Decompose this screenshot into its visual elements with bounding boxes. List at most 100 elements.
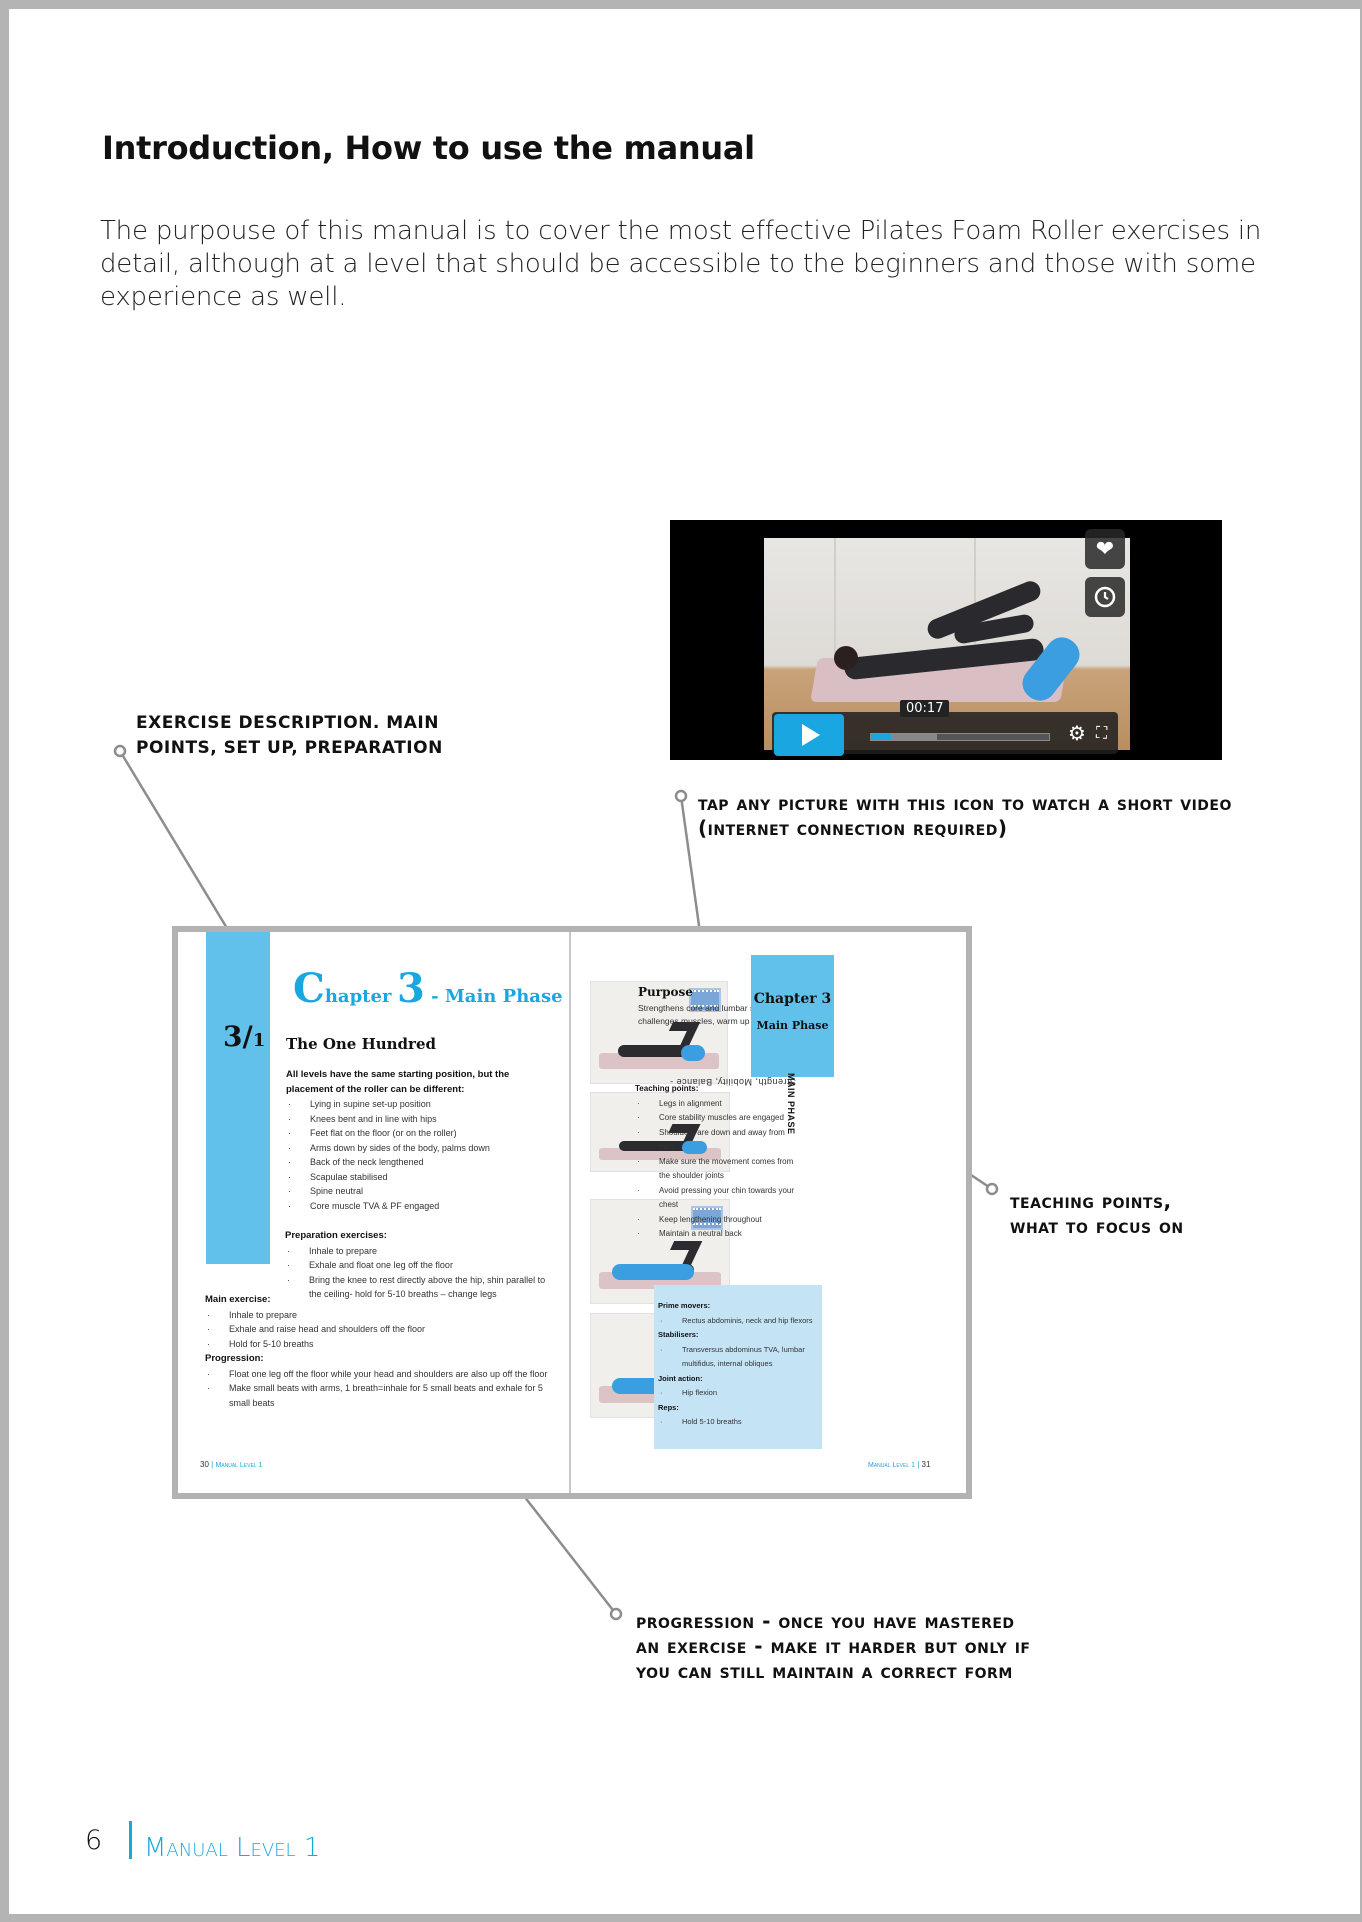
list-item: Legs in alignment	[635, 1097, 795, 1112]
right-chapter-band: Chapter 3 Main Phase	[751, 955, 834, 1077]
chapter-heading: Chapter 3 - Main Phase	[293, 965, 563, 1012]
teaching-list: Legs in alignmentCore stability muscles …	[635, 1097, 795, 1242]
list-item: Hold for 5-10 breaths	[205, 1337, 545, 1352]
list-item: Lying in supine set-up position	[286, 1097, 551, 1112]
video-player[interactable]: ❤ 00:17 ⚙ ⛶	[670, 520, 1222, 760]
prep-list: Inhale to prepareExhale and float one le…	[285, 1244, 560, 1302]
levels-list: Lying in supine set-up positionKnees ben…	[286, 1097, 551, 1213]
exercise-title: The One Hundred	[286, 1035, 436, 1053]
leader-dot	[674, 789, 688, 803]
stab-heading: Stabilisers:	[658, 1330, 699, 1339]
clock-icon[interactable]	[1085, 577, 1125, 617]
section-number: 3/1	[223, 1020, 265, 1053]
exercise-photo[interactable]	[590, 981, 728, 1084]
list-item: Knees bent and in line with hips	[286, 1112, 551, 1127]
chapter-number: 3	[397, 965, 425, 1012]
section-number-main: 3/	[223, 1020, 253, 1053]
prep-heading: Preparation exercises:	[285, 1230, 387, 1241]
list-item: Core muscle TVA & PF engaged	[286, 1199, 551, 1214]
video-progress-fill	[871, 734, 891, 740]
leader-dot	[113, 744, 127, 758]
spread-pages: 3/1 Chapter 3 - Main Phase The One Hundr…	[178, 932, 966, 1493]
callout-progression: Progression - once you have mastered an …	[636, 1609, 1030, 1684]
levels-block: All levels have the same starting positi…	[286, 1068, 551, 1213]
photo-roller	[611, 1263, 695, 1281]
side-running-text: Strength, Mobility, Balance - MAIN PHASE	[670, 1073, 796, 1135]
stab-list: Transversus abdominus TVA, lumbar multif…	[658, 1343, 818, 1372]
footer-divider	[129, 1821, 132, 1859]
list-item: Scapulae stabilised	[286, 1170, 551, 1185]
levels-heading: All levels have the same starting positi…	[286, 1069, 510, 1095]
right-chapter-name: Main Phase	[756, 1019, 829, 1032]
heart-icon[interactable]: ❤	[1085, 529, 1125, 569]
purpose-text: Strengthens core and lumbar spine, chall…	[638, 1003, 773, 1026]
play-button[interactable]	[774, 714, 844, 756]
right-chapter-label: Chapter 3	[753, 991, 832, 1007]
list-item: Make small beats with arms, 1 breath=inh…	[205, 1381, 560, 1410]
list-item: Shoulders are down and away from ears	[635, 1126, 795, 1155]
list-item: Avoid pressing your chin towards your ch…	[635, 1184, 795, 1213]
list-item: Maintain a neutral back	[635, 1227, 795, 1242]
gear-icon[interactable]: ⚙	[1068, 723, 1086, 745]
list-item: Bring the knee to rest directly above th…	[285, 1273, 560, 1302]
section-number-sub: 1	[252, 1030, 266, 1051]
reps-list: Hold 5-10 breaths	[658, 1415, 818, 1430]
list-item: Back of the neck lengthened	[286, 1155, 551, 1170]
list-item: Arms down by sides of the body, palms do…	[286, 1141, 551, 1156]
list-item: Inhale to prepare	[285, 1244, 560, 1259]
book-spine	[569, 932, 571, 1493]
right-page-label: Manual Level 1	[868, 1462, 915, 1469]
joint-heading: Joint action:	[658, 1373, 703, 1383]
callout-line: Teaching Points,	[1010, 1189, 1172, 1213]
chapter-dash: -	[424, 986, 445, 1007]
left-page-number: 30	[200, 1460, 209, 1469]
main-exercise-block: Main exercise: Inhale to prepareExhale a…	[205, 1293, 545, 1351]
list-item: Exhale and raise head and shoulders off …	[205, 1322, 545, 1337]
footer-label: Manual Level 1	[144, 1833, 321, 1863]
prime-list: Rectus abdominis, neck and hip flexors	[658, 1314, 818, 1329]
wall-panel-line	[834, 538, 836, 668]
right-page-footer: Manual Level 1 | 31	[868, 1460, 931, 1469]
prime-heading: Prime movers:	[658, 1301, 711, 1310]
fullscreen-icon[interactable]: ⛶	[1096, 725, 1108, 742]
callout-line: POINTS, SET UP, PREPARATION	[136, 738, 443, 758]
left-color-band	[206, 932, 270, 1264]
list-item: Inhale to prepare	[205, 1308, 545, 1323]
muscle-info-text: Prime movers: Rectus abdominis, neck and…	[658, 1299, 818, 1430]
list-item: Exhale and float one leg off the floor	[285, 1258, 560, 1273]
purpose-heading: Purpose	[638, 985, 693, 999]
video-progress-track[interactable]	[870, 733, 1050, 741]
right-page-number: 31	[921, 1460, 931, 1469]
page-title: Introduction, How to use the manual	[102, 129, 755, 167]
video-buffer-fill	[871, 734, 937, 740]
intro-paragraph: The purpouse of this manual is to cover …	[100, 216, 1262, 312]
callout-line: (internet connection required)	[698, 816, 1008, 840]
joint-list: Hip flexion	[658, 1386, 818, 1401]
video-time-tooltip: 00:17	[900, 700, 950, 717]
teaching-points-block: Teaching points: Legs in alignmentCore s…	[635, 1082, 795, 1242]
list-item: Float one leg off the floor while your h…	[205, 1367, 560, 1382]
manual-page: Introduction, How to use the manual The …	[9, 9, 1360, 1914]
progression-block: Progression: Float one leg off the floor…	[205, 1352, 560, 1410]
main-exercise-heading: Main exercise:	[205, 1294, 271, 1305]
muscle-info-box: Prime movers: Rectus abdominis, neck and…	[654, 1285, 822, 1449]
left-page-label: Manual Level 1	[215, 1462, 263, 1469]
callout-line: EXERCISE DESCRIPTION. MAIN	[136, 713, 439, 733]
callout-line: Progression - once you have mastered	[636, 1609, 1015, 1633]
list-item: Hold 5-10 breaths	[658, 1415, 818, 1430]
main-exercise-list: Inhale to prepareExhale and raise head a…	[205, 1308, 545, 1352]
list-item: Core stability muscles are engaged	[635, 1111, 795, 1126]
callout-video: Tap any picture with this icon to watch …	[698, 791, 1232, 841]
callout-line: an exercise - Make it harder but only if	[636, 1634, 1031, 1658]
callout-line: what to focus on	[1010, 1214, 1184, 1238]
side-text: Strength, Mobility, Balance -	[669, 1077, 796, 1087]
video-film-icon[interactable]	[689, 988, 721, 1012]
list-item: Transversus abdominus TVA, lumbar multif…	[658, 1343, 818, 1372]
leader-dot	[985, 1182, 999, 1196]
list-item: Rectus abdominis, neck and hip flexors	[658, 1314, 818, 1329]
person-head	[834, 646, 858, 670]
teaching-heading: Teaching points:	[635, 1084, 699, 1093]
chapter-name: Main Phase	[444, 986, 563, 1007]
play-icon	[802, 724, 820, 746]
leader-dot	[609, 1607, 623, 1621]
